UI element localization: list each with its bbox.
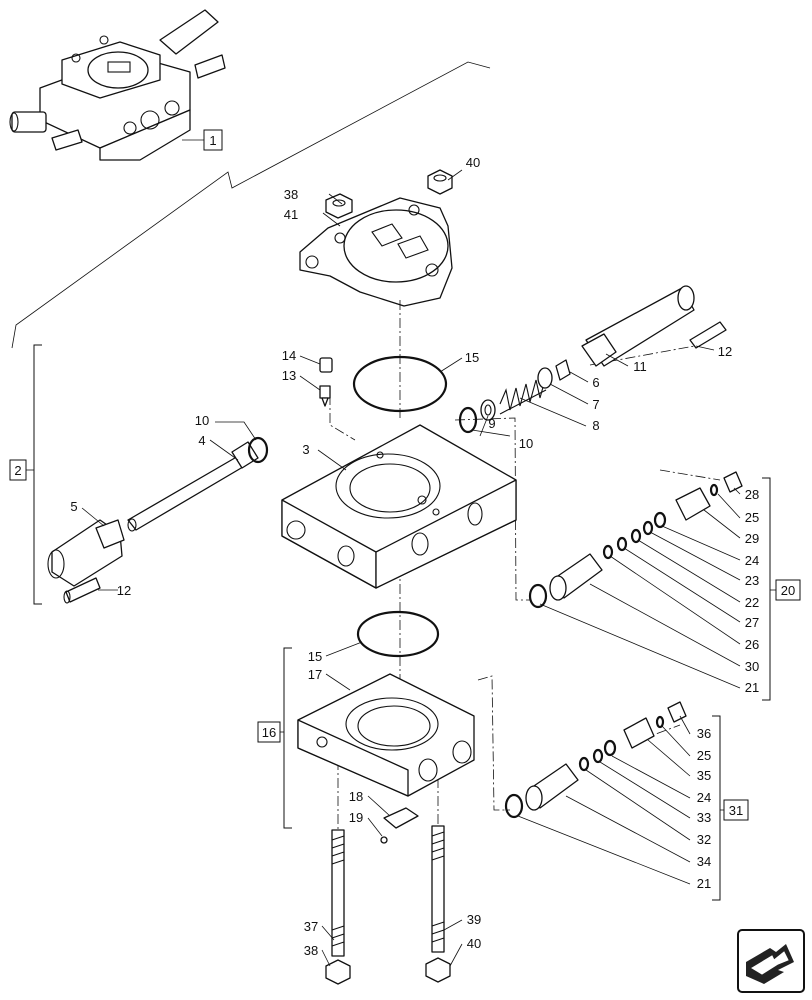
callout-12-left: 12: [117, 583, 131, 598]
callout-8: 8: [592, 418, 599, 433]
callout-18: 18: [349, 789, 363, 804]
washer-7: [537, 367, 553, 389]
spool-cap-part: [47, 519, 125, 587]
callout-6: 6: [592, 375, 599, 390]
bolt-12-right: [689, 321, 727, 349]
screw-36: [667, 701, 687, 723]
callout-37: 37: [304, 919, 318, 934]
plug-13: [319, 385, 331, 407]
callout-10-right: 10: [519, 436, 533, 451]
callout-7: 7: [592, 397, 599, 412]
callout-20: 20: [770, 579, 801, 601]
callout-15-lower: 15: [308, 649, 322, 664]
top-cover-part: [299, 197, 453, 307]
callout-5: 5: [70, 499, 77, 514]
callout-34: 34: [697, 854, 711, 869]
nut-38-bottom: [325, 959, 351, 985]
callout-38-top: 38: [284, 187, 298, 202]
callout-27: 27: [745, 615, 759, 630]
callout-30: 30: [745, 659, 759, 674]
bracket-31: [712, 715, 721, 901]
callout-41: 41: [284, 207, 298, 222]
callout-2: 2: [9, 459, 27, 481]
callout-14: 14: [282, 348, 296, 363]
screw-28: [723, 471, 743, 493]
callout-31: 31: [720, 799, 749, 821]
callout-31-label: 31: [729, 803, 743, 818]
callout-32: 32: [697, 832, 711, 847]
tie-rod-37: [331, 829, 345, 957]
bracket-2: [26, 344, 42, 605]
seat-6: [555, 359, 571, 381]
spring-8: [499, 375, 547, 415]
lower-body-part: [297, 673, 475, 797]
section-break-line: [11, 61, 491, 349]
bracket-20: [762, 477, 771, 701]
nut-40-bottom: [425, 957, 451, 983]
callout-29: 29: [745, 531, 759, 546]
cap-11: [581, 285, 695, 367]
callout-36: 36: [697, 726, 711, 741]
callout-16-label: 16: [262, 725, 276, 740]
callout-25-lower: 25: [697, 748, 711, 763]
next-page-arrow-icon[interactable]: [737, 929, 805, 993]
callout-1: 1: [182, 129, 223, 151]
callout-11: 11: [633, 359, 647, 374]
callout-19: 19: [349, 810, 363, 825]
callout-21-upper: 21: [745, 680, 759, 695]
washer-9: [480, 399, 496, 421]
o-ring-15-lower: [356, 610, 440, 658]
callout-10-left: 10: [195, 413, 209, 428]
callout-20-label: 20: [781, 583, 795, 598]
callout-39: 39: [467, 912, 481, 927]
screw-19: [380, 836, 388, 844]
callout-4: 4: [198, 433, 205, 448]
callout-3: 3: [302, 442, 309, 457]
o-ring-21-upper: [528, 583, 548, 609]
bracket-16: [283, 647, 292, 829]
callout-28: 28: [745, 487, 759, 502]
callout-16: 16: [257, 721, 284, 743]
relief-valve-30: [549, 553, 603, 601]
callout-9: 9: [488, 416, 495, 431]
callout-1-label: 1: [209, 133, 216, 148]
callout-24-lower: 24: [697, 790, 711, 805]
callout-22: 22: [745, 595, 759, 610]
callout-33: 33: [697, 810, 711, 825]
callout-40-bottom: 40: [467, 936, 481, 951]
callout-21-lower: 21: [697, 876, 711, 891]
plug-35: [623, 717, 655, 749]
callout-23: 23: [745, 573, 759, 588]
tie-rod-39: [431, 825, 445, 953]
callout-25-upper: 25: [745, 510, 759, 525]
o-ring-10-left: [247, 436, 269, 464]
callout-24-upper: 24: [745, 553, 759, 568]
relief-valve-34: [525, 763, 579, 811]
callout-38-bottom: 38: [304, 943, 318, 958]
o-ring-15-upper: [352, 355, 448, 413]
plate-18: [383, 807, 419, 829]
nut-40-top: [427, 169, 453, 195]
plug-29: [675, 487, 711, 521]
nut-38-top: [325, 193, 353, 219]
plug-14: [319, 357, 333, 373]
callout-35: 35: [697, 768, 711, 783]
callout-40-top: 40: [466, 155, 480, 170]
valve-body-part: [281, 424, 517, 589]
callout-2-label: 2: [14, 463, 21, 478]
callout-12-right: 12: [718, 344, 732, 359]
bolt-12-left: [63, 577, 101, 604]
valve-assembly-thumbnail: [9, 9, 226, 161]
callout-26: 26: [745, 637, 759, 652]
callout-17: 17: [308, 667, 322, 682]
o-ring-10-right: [458, 406, 478, 434]
spool-part: [127, 441, 259, 532]
o-ring-21-lower: [504, 793, 524, 819]
callout-13: 13: [282, 368, 296, 383]
callout-15-upper: 15: [465, 350, 479, 365]
